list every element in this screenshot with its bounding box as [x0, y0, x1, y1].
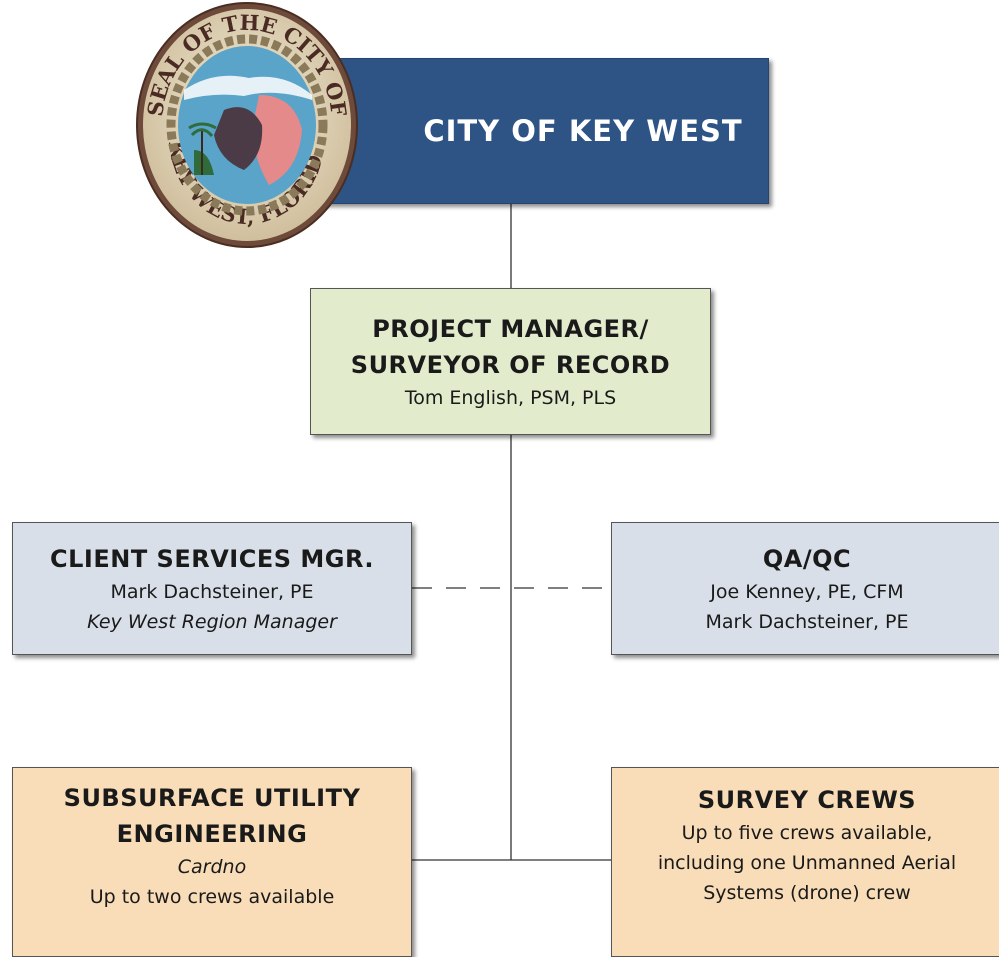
sue-title-line2: ENGINEERING — [116, 820, 308, 848]
pm-title-line1: PROJECT MANAGER/ — [372, 314, 649, 343]
client-services-box: CLIENT SERVICES MGR. Mark Dachsteiner, P… — [12, 522, 412, 655]
csm-name: Mark Dachsteiner, PE — [110, 580, 314, 603]
csm-role: Key West Region Manager — [87, 610, 337, 633]
city-box: CITY OF KEY WEST — [317, 58, 769, 204]
survey-crews-box: SURVEY CREWS Up to five crews available,… — [611, 767, 999, 957]
survey-crews-line2: including one Unmanned Aerial — [657, 852, 957, 874]
pm-name: Tom English, PSM, PLS — [404, 386, 617, 409]
sue-box: SUBSURFACE UTILITY ENGINEERING Cardno Up… — [12, 767, 412, 957]
city-seal-logo: SEAL OF THE CITY OF KEY WEST, FLORIDA — [134, 0, 358, 248]
pm-title-line2: SURVEYOR OF RECORD — [350, 350, 671, 379]
city-title: CITY OF KEY WEST — [423, 114, 743, 148]
survey-crews-line3: Systems (drone) crew — [703, 882, 911, 904]
sue-firm: Cardno — [177, 856, 247, 878]
survey-crews-line1: Up to five crews available, — [681, 822, 933, 844]
qaqc-line2: Mark Dachsteiner, PE — [705, 610, 909, 633]
survey-crews-title: SURVEY CREWS — [697, 786, 917, 814]
sue-crews: Up to two crews available — [89, 886, 335, 908]
qaqc-title: QA/QC — [762, 544, 852, 573]
sue-title-line1: SUBSURFACE UTILITY — [63, 784, 361, 812]
qaqc-box: QA/QC Joe Kenney, PE, CFM Mark Dachstein… — [611, 522, 999, 655]
csm-title: CLIENT SERVICES MGR. — [50, 544, 374, 573]
project-manager-box: PROJECT MANAGER/ SURVEYOR OF RECORD Tom … — [310, 288, 711, 435]
qaqc-line1: Joe Kenney, PE, CFM — [710, 580, 904, 603]
